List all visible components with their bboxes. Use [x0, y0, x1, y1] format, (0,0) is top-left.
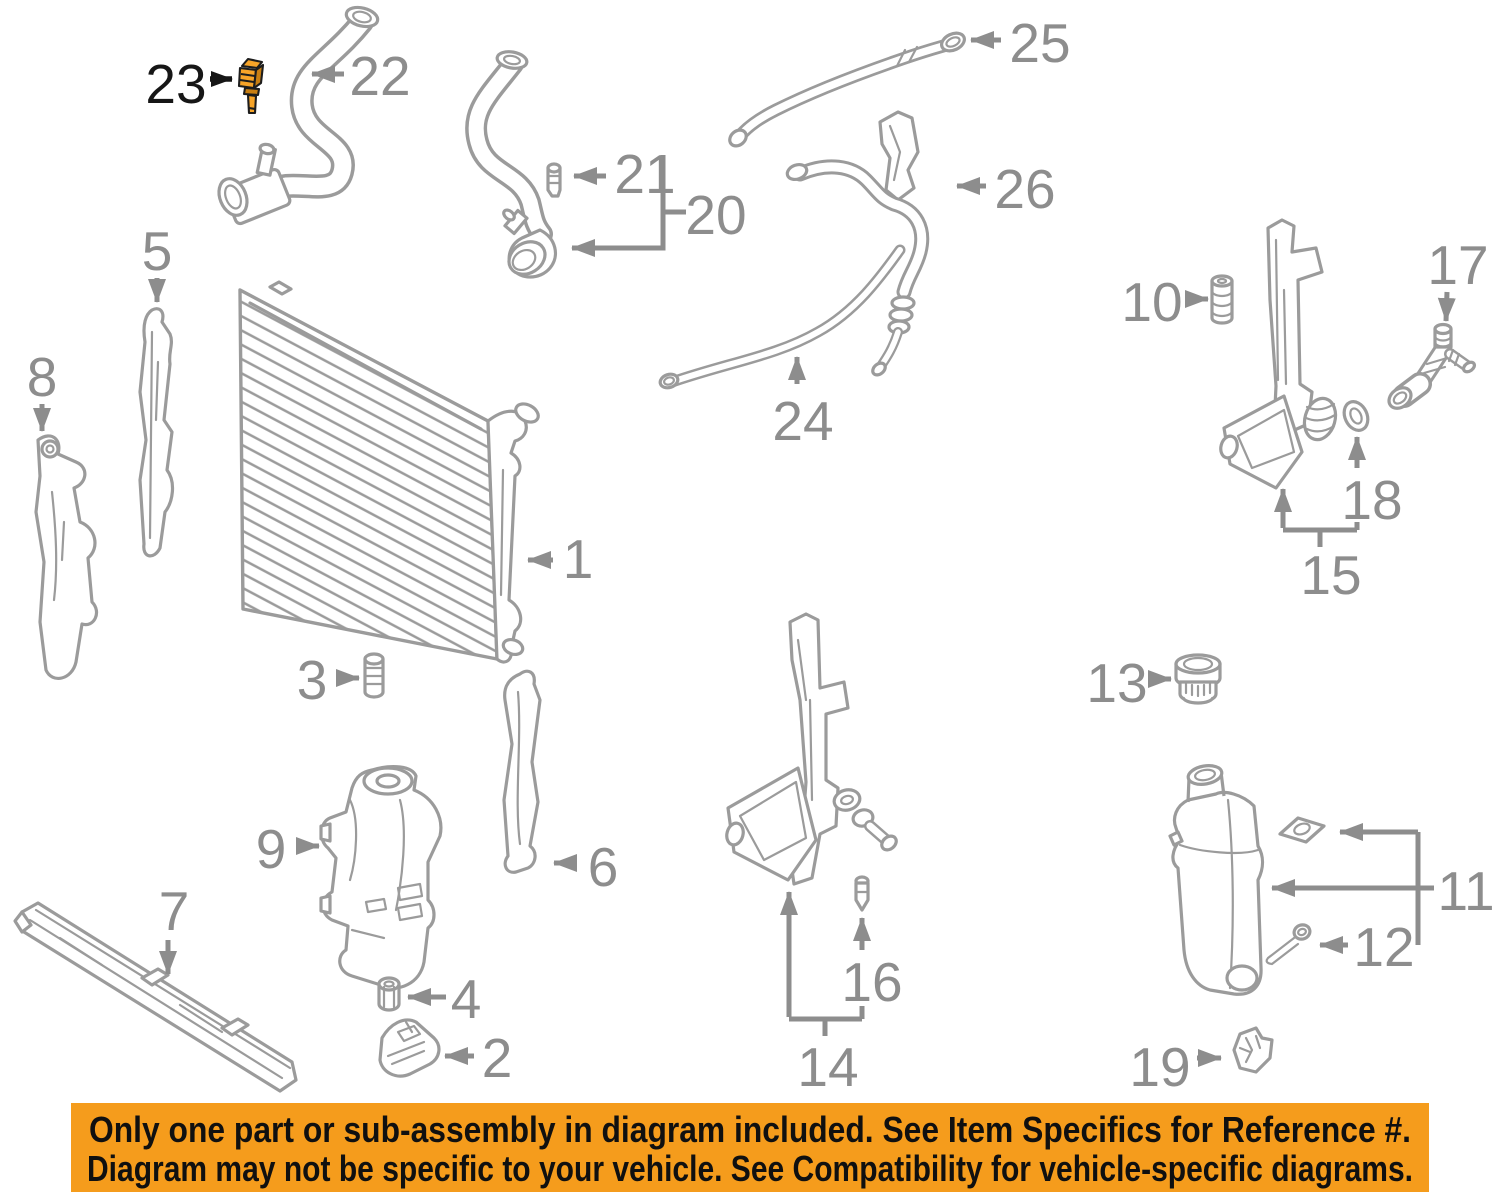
part-24-vent-hose [658, 244, 906, 390]
disclaimer-banner: Only one part or sub-assembly in diagram… [71, 1103, 1429, 1192]
callout-2-label: 2 [482, 1027, 513, 1089]
callout-22: 22 [311, 45, 411, 107]
callout-25-label: 25 [1009, 12, 1070, 74]
part-25-hose [728, 31, 966, 148]
part-21-screw [546, 162, 562, 198]
callout-17-label: 17 [1427, 234, 1488, 296]
callout-8-label: 8 [27, 346, 58, 408]
callout-23-label: 23 [145, 53, 206, 115]
callout-18: 18 [1341, 436, 1403, 531]
callout-18-label: 18 [1341, 469, 1402, 531]
part-26-hose-assembly [785, 110, 930, 377]
callout-14-bracket [789, 1006, 865, 1036]
part-5-bracket [138, 307, 175, 558]
part-18-seal-ring [1342, 400, 1370, 432]
part-14-carrier-bracket [725, 612, 898, 886]
callout-16: 16 [841, 917, 903, 1013]
callout-3: 3 [297, 649, 360, 711]
callout-22-label: 22 [349, 45, 410, 107]
part-12-clip [1265, 923, 1312, 966]
callout-15-label: 15 [1300, 544, 1361, 606]
part-11-gasket [1278, 816, 1326, 844]
callout-12-label: 12 [1353, 916, 1414, 978]
callout-19-label: 19 [1129, 1036, 1190, 1098]
callout-12: 12 [1319, 916, 1415, 978]
part-4-mount-bushing [377, 976, 401, 1012]
part-23-sensor-highlighted [237, 57, 265, 115]
callout-14-label: 14 [797, 1036, 858, 1098]
callout-7: 7 [159, 880, 190, 975]
callout-3-label: 3 [297, 649, 328, 711]
callout-15-bracket [1283, 522, 1360, 547]
callout-5-label: 5 [142, 220, 173, 282]
callout-9-label: 9 [256, 818, 287, 880]
part-7-lower-support [13, 901, 298, 1093]
disclaimer-line-1: Only one part or sub-assembly in diagram… [89, 1109, 1411, 1150]
callout-11-label: 11 [1437, 860, 1494, 922]
callout-15: 15 [1274, 488, 1362, 606]
part-9-mounting-bracket [319, 765, 443, 990]
callout-4: 4 [407, 968, 482, 1030]
part-8-side-bracket [34, 434, 98, 680]
part-3-mount-bushing [363, 652, 385, 699]
part-17-t-fitting [1387, 322, 1477, 410]
disclaimer-banner-bg [71, 1103, 1429, 1192]
callout-8: 8 [27, 346, 58, 432]
callout-11: 11 [1271, 823, 1495, 945]
callout-6-label: 6 [588, 836, 619, 898]
callout-14: 14 [780, 891, 865, 1098]
callout-24: 24 [772, 356, 834, 452]
callout-6: 6 [553, 836, 619, 898]
part-13-cap [1174, 653, 1222, 705]
callout-19: 19 [1129, 1036, 1222, 1098]
callout-10: 10 [1121, 271, 1209, 333]
callout-20-label: 20 [685, 184, 746, 246]
callout-16-label: 16 [841, 951, 902, 1013]
callout-5: 5 [142, 220, 173, 303]
callout-1-label: 1 [563, 528, 594, 590]
callout-1: 1 [527, 528, 594, 590]
callout-7-label: 7 [159, 880, 190, 942]
part-1-radiator [238, 280, 540, 664]
callout-9: 9 [256, 818, 320, 880]
part-19-clip [1232, 1026, 1274, 1074]
part-6-bracket [502, 669, 542, 874]
callout-23: 23 [145, 53, 233, 115]
callout-13-label: 13 [1086, 652, 1147, 714]
callout-17: 17 [1427, 234, 1489, 322]
callout-20: 20 [571, 155, 747, 257]
callout-20-arrow [571, 155, 666, 257]
callout-21-label: 21 [614, 143, 675, 205]
callout-26-label: 26 [994, 158, 1055, 220]
callout-26: 26 [956, 158, 1056, 220]
callout-10-label: 10 [1121, 271, 1182, 333]
callout-13: 13 [1086, 652, 1172, 714]
part-11-expansion-tank [1168, 764, 1326, 996]
part-2-bracket [378, 1018, 441, 1078]
callout-4-label: 4 [451, 968, 482, 1030]
part-16-screw [854, 875, 870, 912]
callout-21: 21 [573, 143, 676, 205]
callout-2: 2 [444, 1027, 513, 1089]
callout-24-label: 24 [772, 390, 833, 452]
callout-17-arrow [1437, 291, 1456, 322]
part-15-carrier-bracket [1219, 218, 1338, 490]
disclaimer-line-2: Diagram may not be specific to your vehi… [87, 1148, 1413, 1189]
part-20-lower-hose [465, 50, 558, 279]
part-10-bushing [1210, 274, 1234, 325]
callout-25: 25 [970, 12, 1071, 74]
